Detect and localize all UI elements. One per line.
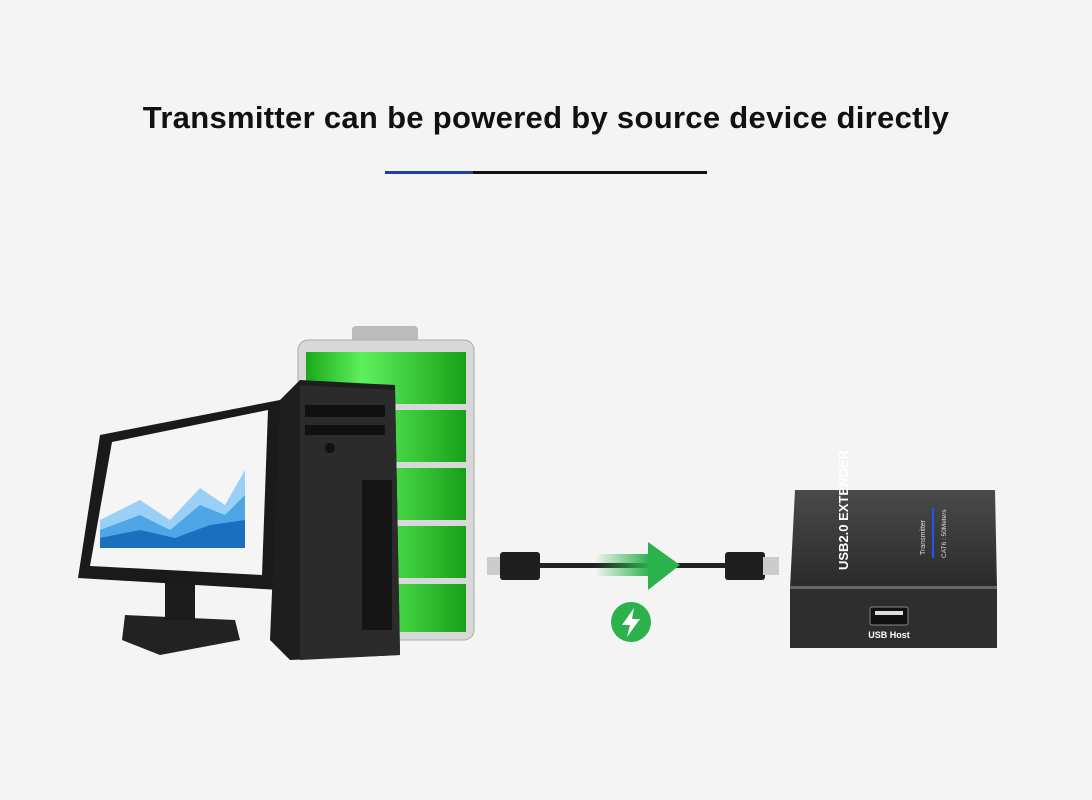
device-model-label: USB2.0 EXTENDER bbox=[836, 449, 851, 570]
title-divider-accent bbox=[385, 171, 473, 174]
arrow-right-icon bbox=[595, 542, 680, 590]
lightning-icon bbox=[611, 602, 651, 642]
device-spec-label: CAT6 : 50Meters bbox=[941, 509, 948, 558]
pc-tower bbox=[270, 380, 400, 660]
title-divider bbox=[385, 171, 707, 174]
page-title: Transmitter can be powered by source dev… bbox=[142, 100, 950, 135]
usb-host-port-label: USB Host bbox=[868, 630, 910, 640]
monitor bbox=[78, 400, 280, 655]
usb-extender-device: USB2.0 EXTENDER Transmitter CAT6 : 50Met… bbox=[790, 449, 997, 648]
device-role-label: Transmitter bbox=[920, 519, 927, 555]
